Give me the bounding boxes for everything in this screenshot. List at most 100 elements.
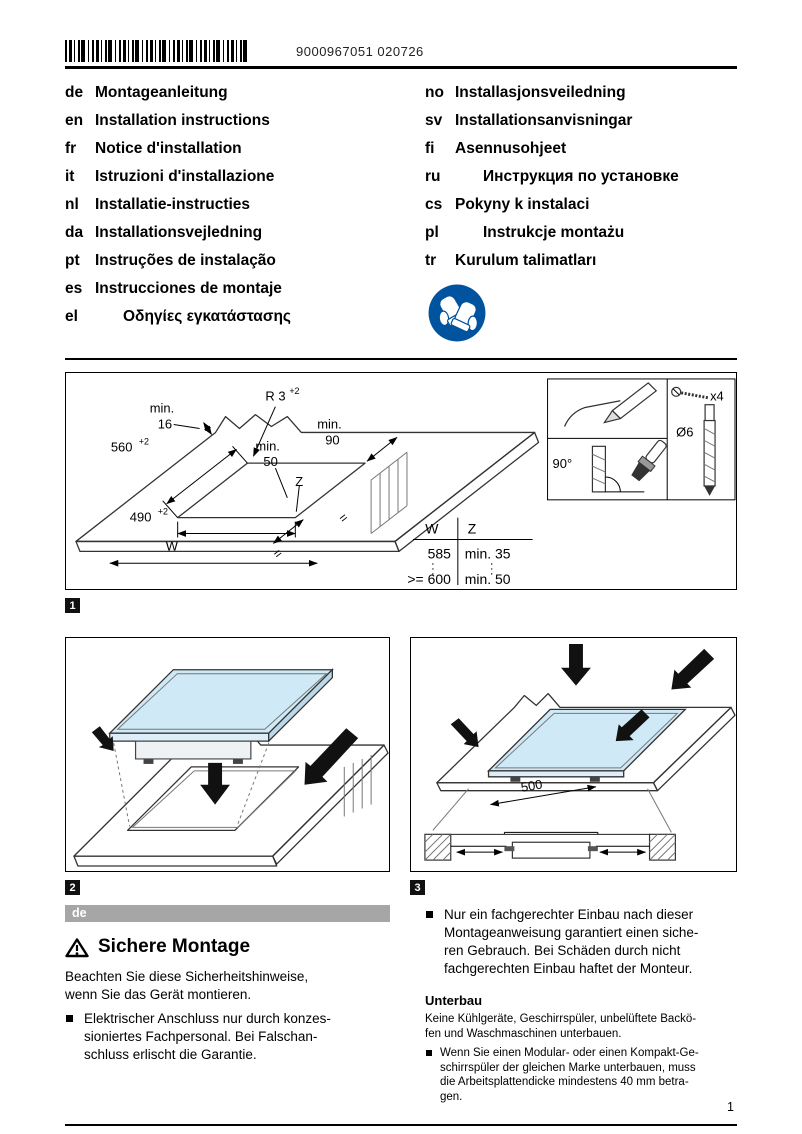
table-cell: >= 600	[407, 571, 451, 587]
language-code: fi	[425, 140, 435, 157]
cutout-outline	[126, 766, 300, 831]
protective-gloves-icon	[428, 284, 486, 342]
language-label: Installation instructions	[95, 112, 270, 129]
dim-560-label: 560	[111, 439, 133, 454]
figure3-panel: 500	[410, 637, 737, 872]
table-header-w: W	[425, 521, 439, 537]
detail-screw-count: x4	[710, 389, 724, 404]
language-item: en Installation instructions	[65, 107, 415, 135]
language-code: da	[65, 224, 84, 241]
language-code: tr	[425, 252, 437, 269]
language-item: fi Asennusohjeet	[425, 135, 745, 163]
hob-drawing	[108, 668, 334, 764]
language-label: Istruzioni d'installazione	[95, 168, 275, 185]
bullet-marker	[426, 1050, 432, 1056]
table-cell: min. 50	[465, 571, 511, 587]
cabinet-hatch	[370, 451, 408, 534]
language-label: Pokyny k instalaci	[455, 196, 590, 213]
bullet-marker	[426, 911, 433, 918]
subsection-paragraph: Keine Kühlgeräte, Geschirrspüler, unbelü…	[425, 1013, 697, 1040]
barcode	[65, 40, 250, 62]
dim-500-label: 500	[520, 776, 544, 794]
language-label: Montageanleitung	[95, 84, 228, 101]
section-heading-row: Sichere Montage	[65, 936, 250, 958]
language-code: sv	[425, 112, 443, 129]
cabinet-hatch	[343, 754, 372, 817]
cutout-outline	[177, 462, 366, 519]
section-heading: Sichere Montage	[98, 936, 251, 957]
language-label: Asennusohjeet	[455, 140, 567, 157]
page-number: 1	[727, 1100, 734, 1114]
table-cell: 585	[428, 545, 452, 561]
bullet-item: Wenn Sie einen Modular- oder einen Kompa…	[425, 1046, 743, 1104]
language-code: fr	[65, 140, 77, 157]
figure3-drawing: 500	[424, 643, 736, 861]
figure2-number: 2	[65, 880, 80, 895]
language-code: cs	[425, 196, 443, 213]
dim-radius-sup: +2	[289, 386, 299, 396]
dim-w-label: W	[166, 538, 179, 553]
wz-table: W Z 585 min. 35 >= 600 min. 50	[407, 517, 533, 587]
top-divider	[65, 66, 737, 69]
screw-icon	[671, 386, 709, 400]
bullet-item: Elektrischer Anschluss nur durch konzes-…	[65, 1010, 405, 1064]
language-item: cs Pokyny k instalaci	[425, 191, 745, 219]
equal-mark: =	[270, 545, 285, 561]
language-code: nl	[65, 196, 79, 213]
equal-mark: =	[336, 510, 351, 526]
language-code: el	[65, 308, 78, 325]
language-item: de Montageanleitung	[65, 79, 415, 107]
language-label: Installationsanvisningar	[455, 112, 633, 129]
counter-drawing	[73, 728, 389, 867]
bullet-text: Wenn Sie einen Modular- oder einen Kompa…	[440, 1047, 699, 1103]
figure1-number: 1	[65, 598, 80, 613]
language-code: de	[65, 84, 84, 101]
down-arrow	[91, 726, 114, 752]
language-item: tr Kurulum talimatları	[425, 247, 745, 275]
edge-section	[591, 445, 645, 493]
dimension-lines	[109, 406, 398, 567]
brush-icon	[631, 439, 667, 482]
language-label: Οδηγίες εγκατάστασης	[123, 308, 291, 325]
dim-min90-value: 90	[325, 432, 339, 447]
language-label: Kurulum talimatları	[455, 252, 597, 269]
section-language-bar: de	[65, 905, 390, 922]
down-arrow	[450, 718, 479, 748]
language-label: Инструкция по установке	[483, 168, 679, 185]
language-item: fr Notice d'installation	[65, 135, 415, 163]
down-arrow	[561, 643, 591, 686]
hob-drawing	[486, 708, 687, 782]
language-code: no	[425, 84, 444, 101]
detail-drill-diameter: Ø6	[676, 424, 693, 439]
language-item: el Οδηγίες εγκατάστασης	[65, 303, 415, 331]
dim-min16-value: 16	[158, 417, 172, 432]
bullet-item: Nur ein fachgerechter Einbau nach dieser…	[425, 906, 743, 978]
figure1-panel: min. 16 560 +2 R 3 +2 min. 90 min. 50 Z …	[65, 372, 737, 590]
dim-490-label: 490	[130, 510, 152, 525]
language-code: pt	[65, 252, 80, 269]
language-label: Notice d'installation	[95, 140, 242, 157]
bullet-text: Elektrischer Anschluss nur durch konzes-…	[84, 1011, 331, 1062]
figure3-number: 3	[410, 880, 425, 895]
language-item: sv Installationsanvisningar	[425, 107, 745, 135]
counter-drawing	[436, 692, 736, 792]
dim-490-sup: +2	[158, 507, 168, 517]
language-label: Installationsvejledning	[95, 224, 263, 241]
subsection-heading: Unterbau	[425, 993, 483, 1008]
section-detail	[424, 831, 676, 861]
dim-min16-label: min.	[150, 401, 174, 416]
figure2-panel	[65, 637, 390, 872]
bullet-text: Nur ein fachgerechter Einbau nach dieser…	[444, 907, 699, 976]
table-header-z: Z	[468, 521, 477, 537]
dim-560-sup: +2	[139, 436, 149, 446]
language-code: pl	[425, 224, 439, 241]
language-code: en	[65, 112, 84, 129]
dim-z-label: Z	[295, 474, 303, 489]
